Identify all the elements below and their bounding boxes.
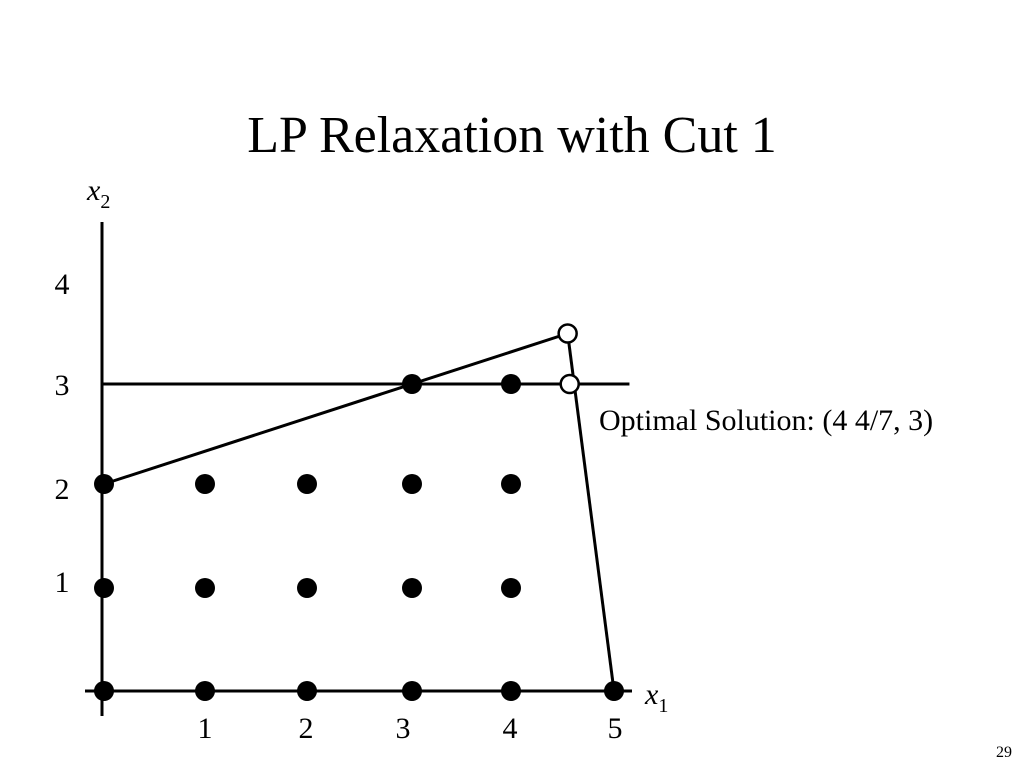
y-axis-label-main: x xyxy=(86,174,101,207)
y-axis-label: x2 xyxy=(86,174,110,213)
integer-point-1-0 xyxy=(195,681,215,701)
x-tick-label-2: 2 xyxy=(299,712,314,745)
integer-point-4-0 xyxy=(501,681,521,701)
page-number: 29 xyxy=(996,744,1012,761)
former-optimum-marker xyxy=(557,323,578,344)
integer-point-3-2 xyxy=(402,474,422,494)
x-tick-label-1: 1 xyxy=(198,712,213,745)
integer-point-1-1 xyxy=(195,578,215,598)
constraint-line-upper xyxy=(103,332,569,486)
optimal-solution-annotation: Optimal Solution: (4 4/7, 3) xyxy=(599,404,933,437)
x-axis-label-subscript: 1 xyxy=(658,695,668,717)
integer-point-4-2 xyxy=(501,474,521,494)
y-tick-label-1: 1 xyxy=(55,566,70,599)
integer-point-4-3 xyxy=(501,374,521,394)
integer-point-0-1 xyxy=(94,578,114,598)
integer-point-4-1 xyxy=(501,578,521,598)
x-tick-label-3: 3 xyxy=(396,712,411,745)
integer-points xyxy=(94,374,624,701)
x-tick-label-4: 4 xyxy=(503,712,518,745)
integer-point-3-0 xyxy=(402,681,422,701)
x-axis-label: x1 xyxy=(644,678,668,717)
x-axis-label-main: x xyxy=(644,678,659,711)
y-tick-label-2: 2 xyxy=(55,473,70,506)
slide-title: LP Relaxation with Cut 1 xyxy=(247,107,777,164)
highlight-points xyxy=(557,323,580,395)
integer-point-2-1 xyxy=(297,578,317,598)
integer-point-2-0 xyxy=(297,681,317,701)
integer-point-0-2 xyxy=(94,474,114,494)
y-tick-label-4: 4 xyxy=(55,268,70,301)
x-tick-label-5: 5 xyxy=(608,712,623,745)
constraint-line-right xyxy=(566,333,616,692)
y-axis-label-subscript: 2 xyxy=(100,191,110,213)
optimal-solution-marker xyxy=(559,373,580,395)
integer-point-2-2 xyxy=(297,474,317,494)
integer-point-1-2 xyxy=(195,474,215,494)
integer-point-3-3 xyxy=(402,374,422,394)
y-tick-label-3: 3 xyxy=(55,369,70,402)
integer-point-3-1 xyxy=(402,578,422,598)
integer-point-5-0 xyxy=(604,681,624,701)
integer-point-0-0 xyxy=(94,681,114,701)
